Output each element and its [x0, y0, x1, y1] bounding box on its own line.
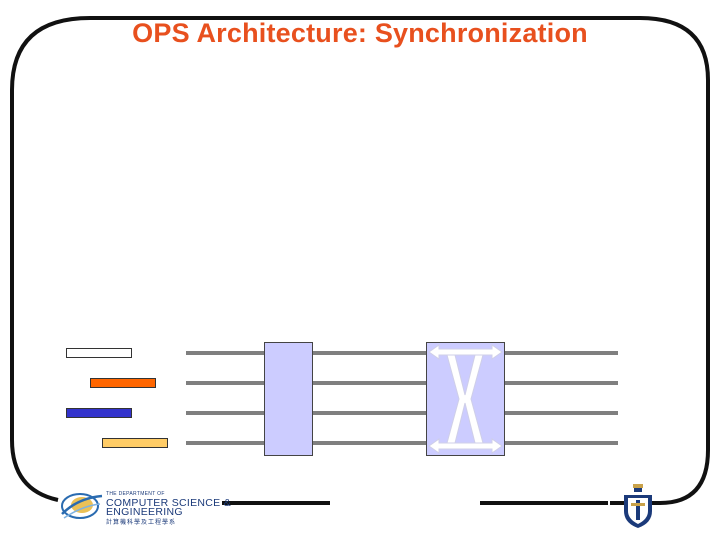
- university-crest-icon: [624, 484, 652, 528]
- crossbar-arrows-icon: [428, 344, 503, 454]
- output-fiber-3: [505, 411, 618, 415]
- logo-line-2: COMPUTER SCIENCE &: [106, 497, 231, 509]
- logo-line-4: 計算機科學及工程學系: [106, 520, 177, 526]
- logo-line-3: ENGINEERING: [106, 506, 183, 518]
- middle-fiber-1: [313, 351, 426, 355]
- department-logo: THE DEPARTMENT OF COMPUTER SCIENCE & ENG…: [58, 488, 231, 526]
- output-fiber-4: [505, 441, 618, 445]
- output-fiber-2: [505, 381, 618, 385]
- switch-fabric-box: [426, 342, 505, 456]
- packet-orange: [90, 378, 156, 388]
- input-fiber-4: [186, 441, 264, 445]
- input-fiber-2: [186, 381, 264, 385]
- middle-fiber-2: [313, 381, 426, 385]
- middle-fiber-3: [313, 411, 426, 415]
- logo-line-1: THE DEPARTMENT OF: [106, 491, 165, 497]
- department-emblem-icon: [61, 493, 103, 519]
- output-fiber-1: [505, 351, 618, 355]
- packet-blue: [66, 408, 132, 418]
- synchronizer-box: [264, 342, 313, 456]
- input-fiber-1: [186, 351, 264, 355]
- packet-white: [66, 348, 132, 358]
- packet-yellow: [102, 438, 168, 448]
- middle-fiber-4: [313, 441, 426, 445]
- input-fiber-3: [186, 411, 264, 415]
- slide-title: OPS Architecture: Synchronization: [132, 18, 588, 48]
